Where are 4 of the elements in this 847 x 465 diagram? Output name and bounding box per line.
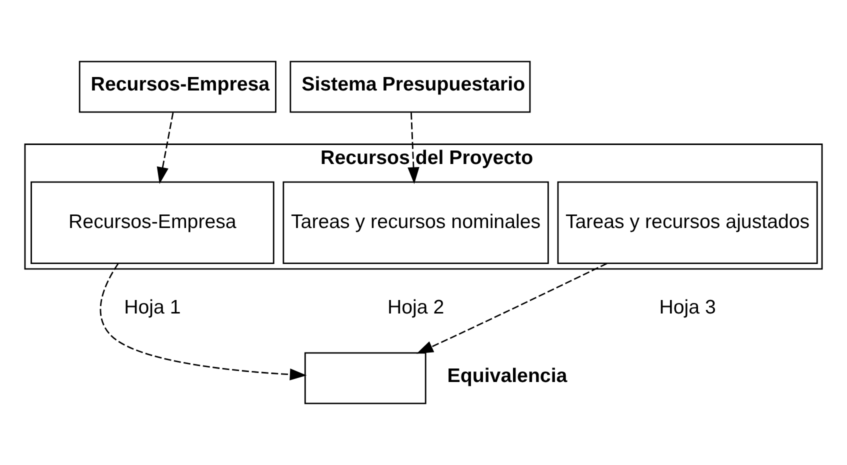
node-label: Hoja 1 bbox=[124, 296, 181, 318]
label: Equivalencia bbox=[447, 364, 568, 387]
node-label: Hoja 2 bbox=[387, 296, 444, 318]
node-label: Hoja 3 bbox=[659, 296, 716, 318]
